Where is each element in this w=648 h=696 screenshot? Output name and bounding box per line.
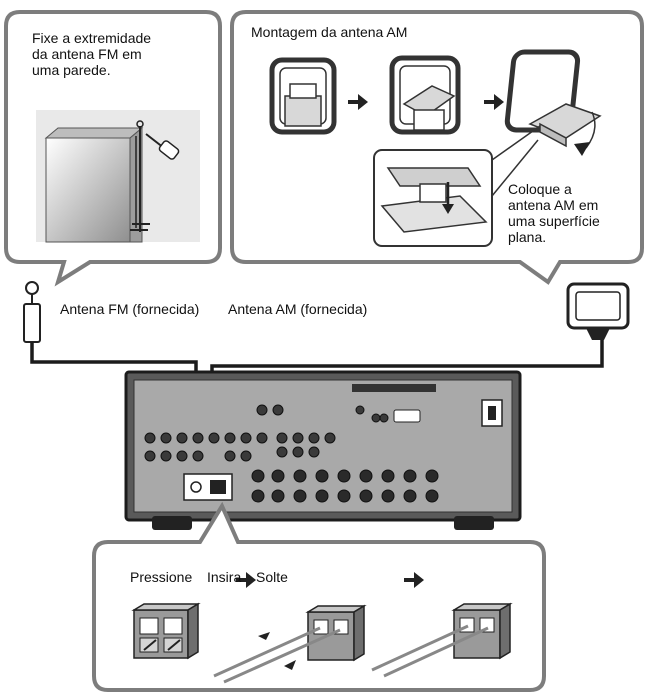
step-insert-label: Insira [207, 569, 242, 585]
arrow-right-icon [236, 572, 256, 588]
am-antenna-unit [566, 282, 630, 340]
arrow-right-icon [348, 94, 368, 110]
fm-instruction-text: Fixe a extremidade da antena FM em uma p… [32, 30, 152, 78]
terminal-callout-panel [92, 501, 546, 692]
terminal-release-illustration [371, 602, 513, 678]
am-stand-closeup [373, 125, 541, 247]
am-antenna-step-2 [389, 55, 461, 135]
fm-antenna-label: Antena FM (fornecida) [60, 301, 200, 317]
terminal-press-illustration [131, 602, 201, 660]
am-assembly-title: Montagem da antena AM [251, 24, 408, 40]
step-release-label: Solte [256, 569, 288, 585]
receiver-jacks [144, 404, 389, 462]
receiver-rear-panel [124, 370, 522, 530]
terminal-insert-illustration [213, 604, 367, 684]
speaker-terminals [251, 469, 439, 503]
antenna-terminal-block [183, 473, 233, 501]
step-press-label: Pressione [130, 569, 193, 585]
am-antenna-label: Antena AM (fornecida) [228, 301, 368, 317]
arrow-right-icon [404, 572, 424, 588]
wall-illustration [36, 110, 200, 243]
am-instruction-text: Coloque a antena AM em uma superfície pl… [508, 181, 600, 245]
fm-antenna-connector [23, 281, 41, 343]
arrow-right-icon [484, 94, 504, 110]
am-antenna-step-3 [504, 49, 602, 156]
am-antenna-step-1 [269, 57, 337, 135]
pushpin-icon [145, 133, 180, 160]
